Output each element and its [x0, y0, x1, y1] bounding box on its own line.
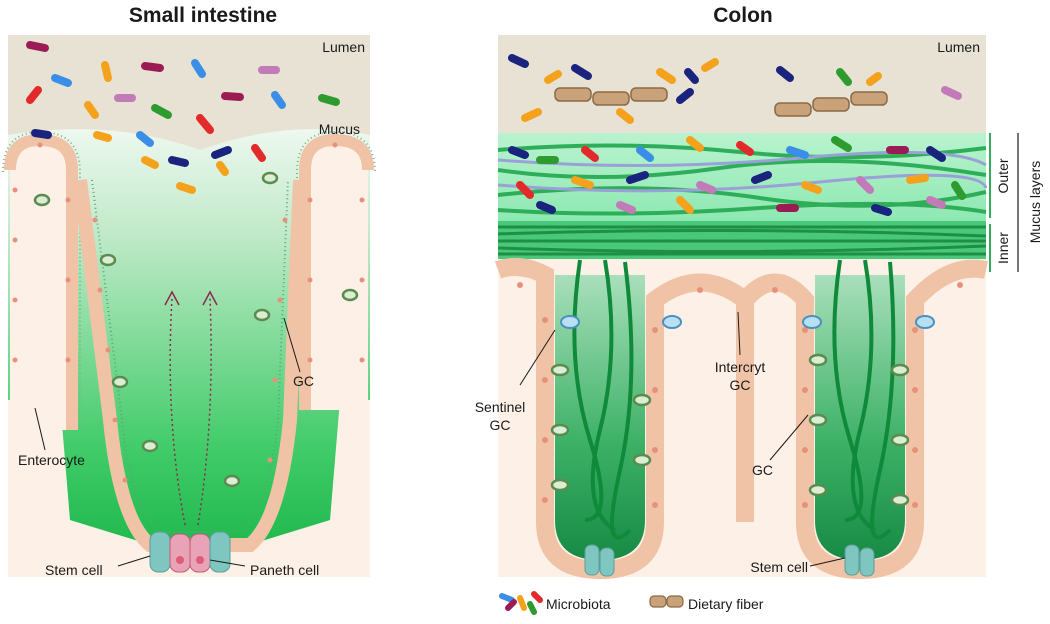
si-crypt-base-cells [149, 531, 231, 573]
si-bacteria [26, 41, 340, 194]
colon-title: Colon [713, 4, 772, 27]
si-paneth-cell [169, 533, 191, 573]
si-left-villus-epithelium [4, 133, 78, 430]
colon-sentinel-cells [560, 315, 935, 329]
colon-stem-cell-label: Stem cell [750, 559, 808, 575]
small-intestine-title: Small intestine [129, 4, 277, 27]
colon-sentinel-label-1: Sentinel [475, 399, 526, 415]
small-intestine-panel: Lumen Mucus GC Enterocyte Stem cell Pane… [2, 35, 376, 578]
colon-nuclei [517, 282, 963, 508]
si-mucus-label: Mucus [319, 121, 360, 137]
legend-dietary-fiber-label: Dietary fiber [688, 596, 764, 612]
si-stem-cell-label: Stem cell [45, 562, 103, 578]
si-stem-cell-pointer [117, 555, 151, 567]
si-gc-pointer [283, 317, 301, 373]
si-enterocyte-label: Enterocyte [18, 452, 85, 468]
si-left-villus-core [10, 140, 72, 430]
colon-lumen [498, 35, 986, 133]
si-stem-cell [149, 531, 171, 573]
si-paneth-cell [189, 533, 211, 573]
si-goblet-cells [33, 171, 359, 488]
legend-microbiota-label: Microbiota [546, 596, 611, 612]
si-stem-cell [209, 531, 231, 573]
colon-goblet-cells [550, 353, 910, 507]
colon-crypt-left-lumen [555, 275, 645, 560]
si-paneth-cell-label: Paneth cell [250, 562, 319, 578]
si-lumen-label: Lumen [322, 39, 365, 55]
colon-outer-label: Outer [995, 158, 1011, 193]
si-right-villus-core [305, 140, 368, 410]
si-lumen [8, 35, 370, 150]
colon-gc-pointer [769, 414, 809, 461]
si-left-villus-brush-border [2, 130, 81, 430]
colon-bacteria [508, 54, 966, 216]
colon-mucus-layers-label: Mucus layers [1027, 161, 1043, 243]
colon-lumen-label: Lumen [937, 39, 980, 55]
colon-intercrypt-label-2: GC [730, 377, 751, 393]
si-enterocyte-pointer [34, 407, 46, 451]
colon-crypt-strands [572, 259, 896, 540]
colon-stem-cell-pointer [809, 557, 846, 567]
colon-crypt-right-lumen [815, 275, 905, 560]
colon-stem-cells [584, 544, 875, 577]
colon-outer-fibers [497, 143, 987, 216]
colon-sentinel-label-2: GC [490, 417, 511, 433]
si-nuclei [12, 142, 365, 483]
colon-panel: Outer Inner Mucus layers Lumen Sentinel … [475, 35, 1043, 580]
si-mucus-flow-arrows [164, 290, 218, 526]
colon-inner-fibers [497, 225, 987, 256]
si-right-villus-brush-border [296, 130, 376, 410]
colon-intercrypt-label-1: Intercryt [715, 359, 766, 375]
colon-sentinel-pointer [519, 329, 556, 386]
si-right-villus-epithelium [299, 133, 374, 410]
colon-inner-label: Inner [995, 232, 1011, 264]
si-paneth-cell-pointer [209, 559, 246, 567]
colon-dietary-fibers [554, 87, 888, 117]
microbiota-icon [499, 591, 543, 615]
colon-gc-label: GC [752, 462, 773, 478]
colon-intercrypt-pointer [737, 311, 741, 356]
dietary-fiber-icon [649, 595, 684, 608]
si-gc-label: GC [293, 373, 314, 389]
legend: Microbiota Dietary fiber [499, 591, 764, 615]
